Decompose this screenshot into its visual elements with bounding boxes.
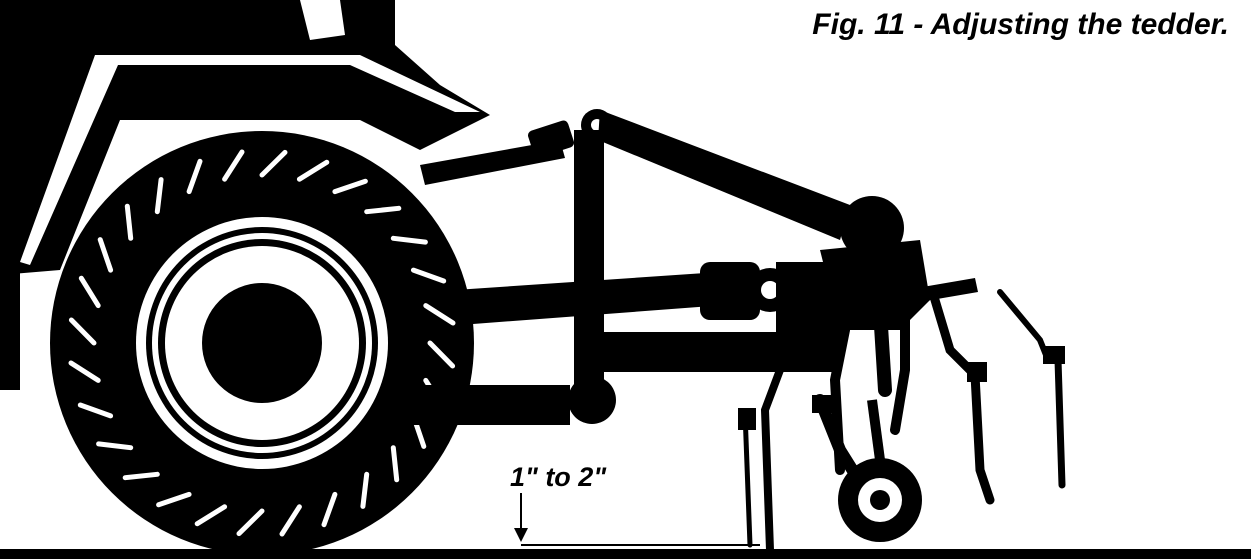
- figure-caption: Fig. 11 - Adjusting the tedder.: [812, 8, 1229, 41]
- gauge-wheel: [838, 399, 922, 542]
- tire-tread-mark: [194, 504, 228, 527]
- tire-tread-mark: [390, 445, 400, 483]
- clearance-measurement-label: 1" to 2": [510, 462, 607, 492]
- measurement-marker: [514, 493, 760, 546]
- tire-tread-mark: [423, 303, 456, 326]
- tire-tread-mark: [390, 235, 428, 245]
- tire-tread-mark: [332, 178, 368, 195]
- ground-line: [0, 549, 1251, 559]
- tire-tread-mark: [259, 149, 288, 178]
- pto-shaft-and-frame: [455, 240, 978, 372]
- tire-tread-mark: [321, 491, 338, 528]
- tire-tread-mark: [78, 275, 101, 309]
- tire-tread-mark: [97, 237, 114, 273]
- tire-tread-mark: [96, 441, 134, 451]
- tire-tread-mark: [124, 203, 134, 241]
- tire-tread-mark: [68, 317, 97, 346]
- tire-tread-mark: [154, 177, 164, 215]
- tire-tread-mark: [222, 149, 245, 182]
- tire-tread-mark: [68, 360, 101, 383]
- tire-tread-mark: [279, 504, 302, 537]
- tire-tread-mark: [360, 471, 370, 509]
- tire-tread-mark: [186, 158, 203, 195]
- tire-tread-mark: [122, 471, 160, 481]
- rear-tire: [50, 131, 474, 555]
- tire-tread-mark: [364, 205, 402, 215]
- tire-tread-mark: [427, 340, 456, 369]
- tire-tread-mark: [296, 159, 330, 182]
- tire-tread-mark: [410, 267, 447, 284]
- tractor-body: [0, 0, 490, 390]
- tire-tread-mark: [236, 508, 265, 537]
- tire-tread-mark: [156, 491, 192, 508]
- tire-tread-mark: [77, 402, 114, 419]
